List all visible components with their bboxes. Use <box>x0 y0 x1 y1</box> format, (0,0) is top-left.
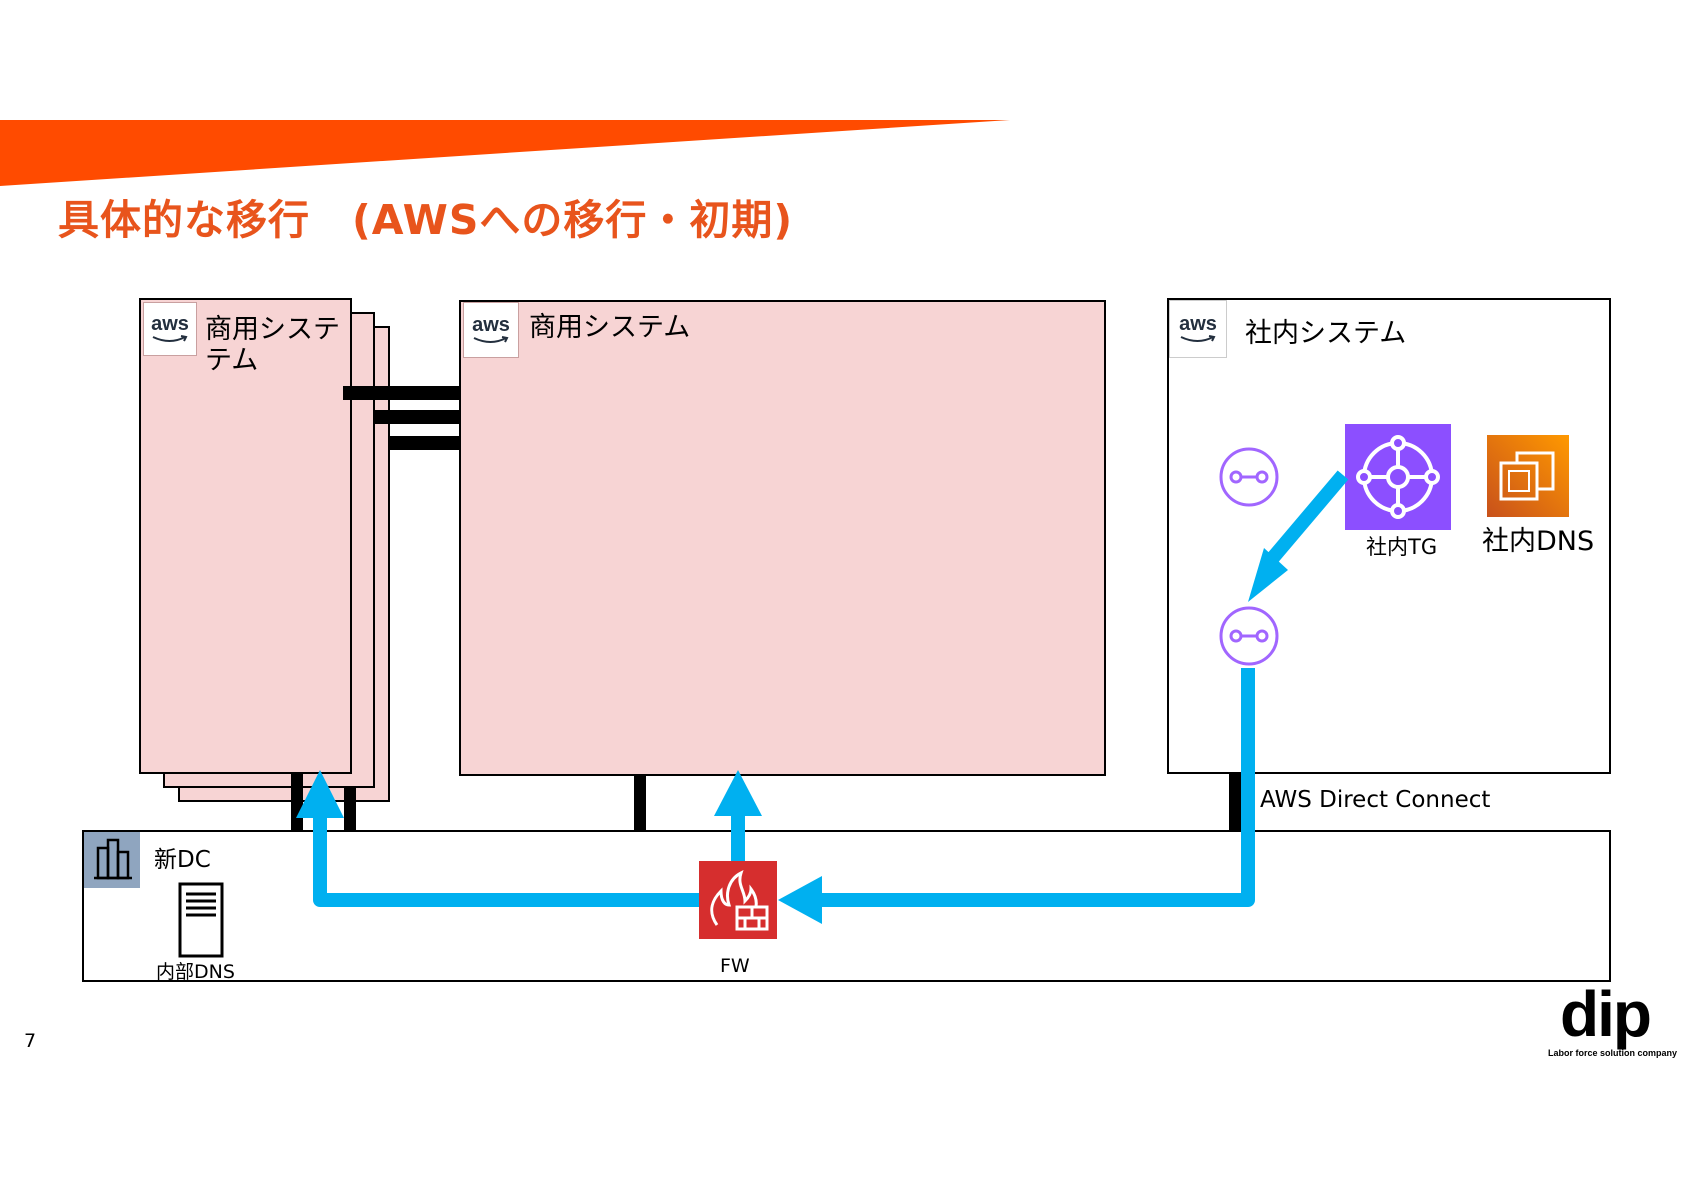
dip-tagline: Labor force solution company <box>1548 1048 1678 1058</box>
internal-system-label: 社内システム <box>1245 318 1407 349</box>
connector-bar-3 <box>388 436 460 450</box>
fw-label: FW <box>720 955 750 977</box>
commercial-stack-label: 商用システ テム <box>205 314 340 376</box>
commercial-main-label: 商用システム <box>529 312 691 343</box>
aws-logo-icon: aws <box>143 302 197 356</box>
vpc-endpoint-icon <box>1219 447 1279 507</box>
server-icon <box>178 882 224 958</box>
connector-bar-2 <box>373 410 460 424</box>
building-icon <box>84 832 140 888</box>
vpc-endpoint-icon <box>1219 606 1279 666</box>
aws-logo-icon: aws <box>1169 300 1227 358</box>
link-bar-main <box>634 776 646 832</box>
firewall-icon <box>699 861 777 939</box>
internal-dns-label: 社内DNS <box>1482 526 1595 557</box>
header-banner <box>0 120 1010 186</box>
new-dc-label: 新DC <box>154 847 211 873</box>
ec2-instance-icon <box>1487 435 1569 517</box>
aws-logo-icon: aws <box>463 302 519 358</box>
connector-bar-1 <box>343 386 460 400</box>
page-title: 具体的な移行 (AWSへの移行・初期) <box>58 196 794 244</box>
transit-gateway-icon <box>1345 424 1451 530</box>
commercial-stack-box: aws 商用システ テム <box>139 298 352 774</box>
internal-tg-label: 社内TG <box>1366 535 1438 559</box>
dip-logo: dip <box>1560 978 1652 1050</box>
link-bar-internal <box>1229 774 1241 832</box>
link-bar-stack-2 <box>344 788 356 832</box>
page-number: 7 <box>24 1030 37 1052</box>
commercial-main-box: aws 商用システム <box>459 300 1106 776</box>
direct-connect-label: AWS Direct Connect <box>1260 787 1491 813</box>
internal-dns-dc-label: 内部DNS <box>156 961 235 983</box>
